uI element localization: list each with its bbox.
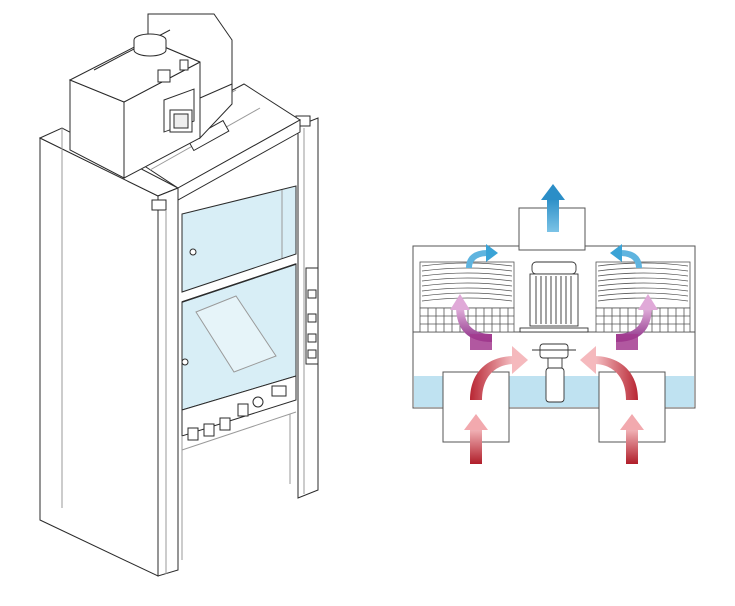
- filter-left: [419, 261, 515, 333]
- impeller: [532, 343, 576, 403]
- intake-curve-arrow-right: [580, 346, 638, 400]
- hood-front-column-left: [151, 187, 179, 577]
- intake-curve-arrow-left: [470, 346, 528, 400]
- hood-base-cabinet: [181, 411, 297, 560]
- purple-arrow-right: [616, 294, 658, 350]
- sash-glass-upper: [181, 185, 297, 293]
- fume-hood-illustration: [38, 13, 319, 577]
- exhaust-arrow-right: [610, 244, 642, 268]
- airflow-schematic: [412, 184, 696, 464]
- exhaust-arrow-top: [541, 184, 565, 232]
- exhaust-collar: [133, 33, 167, 57]
- intake-arrow-right: [620, 414, 644, 464]
- hood-left-side-panel: [38, 127, 180, 577]
- top-fan-unit: [68, 13, 233, 179]
- intake-arrow-left: [464, 414, 488, 464]
- purple-arrow-left: [450, 294, 492, 350]
- exhaust-arrow-left: [466, 244, 498, 268]
- hood-control-panel: [181, 267, 319, 441]
- fan-motor: [519, 261, 589, 333]
- sash-glass-lower: [181, 263, 297, 411]
